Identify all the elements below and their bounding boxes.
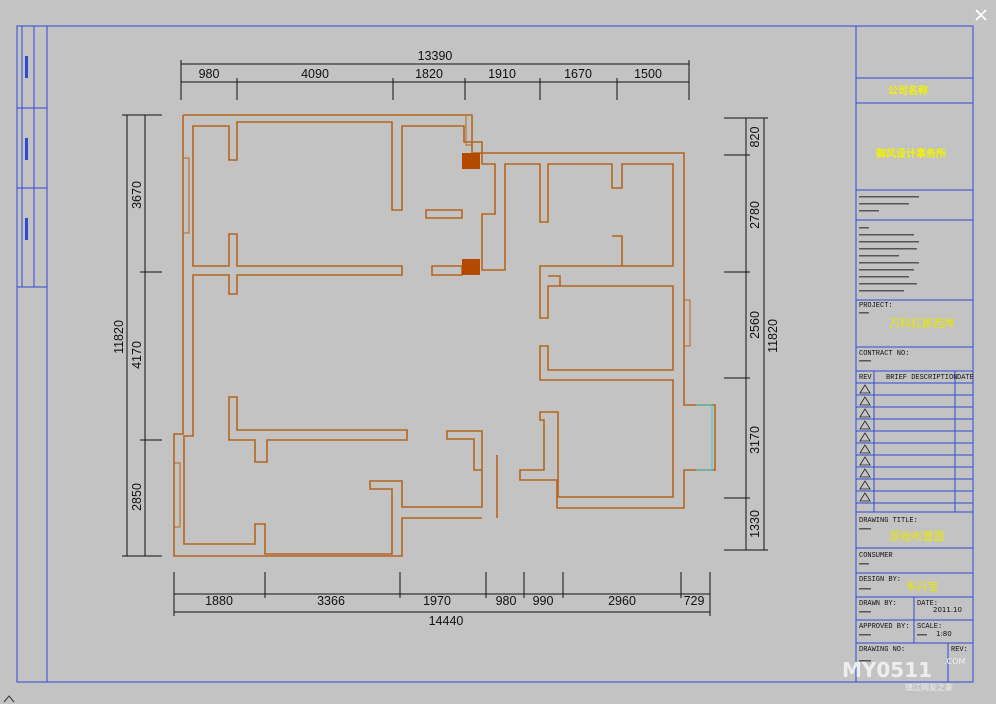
- dim-bottom-6: 2960: [608, 594, 636, 608]
- drawn-label: DRAWN BY:: [859, 600, 897, 608]
- window-left-top: [182, 157, 190, 234]
- dim-right-3: 2560: [748, 311, 762, 339]
- window-top: [465, 114, 473, 146]
- notes-lines: [859, 196, 927, 662]
- dimension-texts-left: 11820 3670 4170 2850: [112, 181, 144, 511]
- date-header: DATE: [957, 374, 974, 382]
- dim-left-total: 11820: [112, 320, 126, 354]
- dim-bottom-2: 3366: [317, 594, 345, 608]
- watermark-logo: MY0511: [842, 658, 932, 682]
- dim-left-3: 2850: [130, 483, 144, 511]
- dim-left-2: 4170: [130, 341, 144, 369]
- design-label: DESIGN BY:: [859, 576, 901, 584]
- window-right: [683, 299, 691, 347]
- dim-bottom-7: 729: [684, 594, 705, 608]
- windows: [173, 114, 691, 528]
- inner-wall-b: [431, 265, 463, 276]
- dim-top-total: 13390: [418, 49, 453, 63]
- inner-wall-a: [425, 209, 463, 219]
- bay-window: [696, 404, 713, 471]
- dim-top-1: 980: [199, 67, 220, 81]
- column-lower: [462, 259, 480, 275]
- corner-chevron-icon: [3, 695, 15, 703]
- dim-right-2: 2780: [748, 201, 762, 229]
- inner-wall-d: [548, 275, 561, 286]
- contract-label: CONTRACT NO:: [859, 350, 909, 358]
- dim-top-5: 1670: [564, 67, 592, 81]
- dim-right-total: 11820: [766, 319, 780, 353]
- dim-left-1: 3670: [130, 181, 144, 209]
- drawing-title-label: DRAWING TITLE:: [859, 517, 918, 525]
- dim-top-6: 1500: [634, 67, 662, 81]
- dim-bottom-5: 990: [533, 594, 554, 608]
- structural-columns: [462, 153, 480, 275]
- dim-right-1: 820: [748, 127, 762, 148]
- watermark-domain: .COM: [944, 657, 965, 666]
- company-name: 御风设计事务所: [875, 147, 946, 160]
- dim-bottom-total: 14440: [429, 614, 464, 628]
- dim-top-2: 4090: [301, 67, 329, 81]
- dimension-texts-right: 820 2780 2560 11820 3170 1330: [748, 127, 780, 538]
- company-label: 公司名称: [888, 84, 928, 97]
- dim-bottom-3: 1970: [423, 594, 451, 608]
- rev-label: REV:: [951, 646, 968, 654]
- dim-right-4: 3170: [748, 426, 762, 454]
- inner-wall-e: [612, 235, 623, 266]
- revision-triangles: [859, 384, 871, 502]
- drawing-frame: [16, 25, 974, 683]
- approved-label: APPROVED BY:: [859, 623, 909, 631]
- date-value: 2011.10: [933, 606, 962, 614]
- window-left-bottom: [173, 462, 181, 528]
- floor-plan-walls: [173, 114, 716, 557]
- dim-top-3: 1820: [415, 67, 443, 81]
- watermark-tagline: 镇江网友之家: [905, 682, 953, 692]
- drawing-no-label: DRAWING NO:: [859, 646, 905, 654]
- project-name: 万科红郡西岸: [889, 316, 955, 330]
- scale-value: 1:80: [936, 630, 952, 638]
- close-icon[interactable]: [972, 6, 990, 24]
- column-upper: [462, 153, 480, 169]
- title-block: 公司名称 御风设计事务所 PROJECT: 万科红郡西岸 CONTRACT NO…: [855, 26, 974, 682]
- dim-right-5: 1330: [748, 510, 762, 538]
- dim-bottom-1: 1880: [205, 594, 233, 608]
- dimension-texts-top: 13390 980 4090 1820 1910 1670 1500: [199, 49, 662, 81]
- consumer-label: CONSUMER: [859, 552, 893, 560]
- outer-wall-2: [173, 115, 482, 557]
- drawing-title: 原始布置图: [890, 529, 945, 543]
- outer-wall: [183, 114, 716, 555]
- date-label: DATE:: [917, 600, 938, 608]
- brief-header: BRIEF DESCRIPTION: [886, 374, 957, 382]
- dim-top-4: 1910: [488, 67, 516, 81]
- scale-label: SCALE:: [917, 623, 942, 631]
- left-strip-marks: [25, 56, 28, 240]
- dimension-lines: [122, 60, 768, 616]
- watermark: MY0511 .COM 镇江网友之家: [842, 657, 965, 692]
- inner-wall-c: [228, 396, 408, 463]
- project-label: PROJECT:: [859, 302, 893, 310]
- rev-header: REV: [859, 374, 872, 382]
- dim-bottom-4: 980: [496, 594, 517, 608]
- designer-name: 韦兴宝: [906, 579, 939, 593]
- dimension-texts-bottom: 1880 3366 1970 980 990 2960 729 14440: [205, 594, 704, 628]
